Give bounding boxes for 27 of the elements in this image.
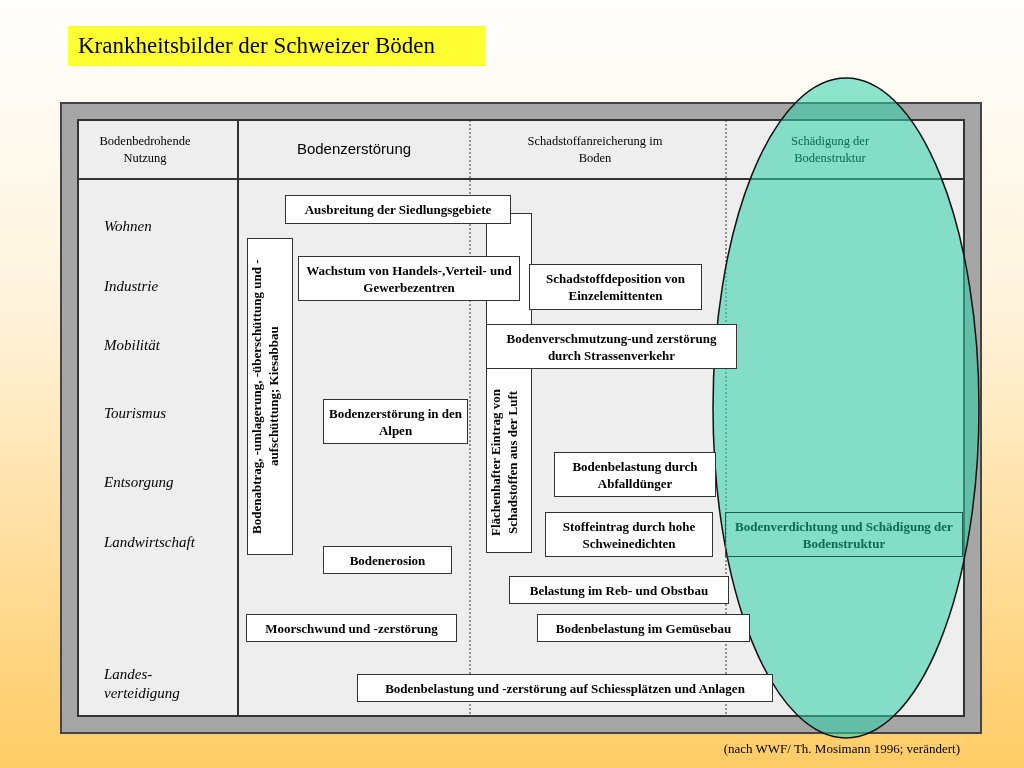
impact-box: Wachstum von Handels-,Verteil- und Gewerbezentren bbox=[298, 256, 520, 301]
impact-box: Bodenverschmutzung-und zerstörung durch Strassenverkehr bbox=[486, 324, 737, 369]
row-label: Landwirtschaft bbox=[104, 533, 196, 552]
impact-box: Bodenerosion bbox=[323, 546, 452, 574]
impact-box: Bodenbelastung durch Abfalldünger bbox=[554, 452, 716, 497]
source-note: (nach WWF/ Th. Mosimann 1996; verändert) bbox=[722, 741, 960, 758]
impact-box: Moorschwund und -zerstörung bbox=[246, 614, 457, 642]
impact-box: Bodenbelastung und -zerstörung auf Schiessplätzen und Anlagen bbox=[357, 674, 773, 702]
impact-box: Bodenzerstörung in den Alpen bbox=[323, 399, 468, 444]
title: Krankheitsbilder der Schweizer Böden bbox=[68, 26, 486, 66]
row-label: Industrie bbox=[104, 277, 160, 296]
impact-box: Belastung im Reb- und Obstbau bbox=[509, 576, 729, 604]
row-label: Wohnen bbox=[104, 217, 153, 236]
impact-box: Bodenverdichtung und Schädigung der Bodenstruktur bbox=[725, 512, 963, 557]
row-label: Tourismus bbox=[104, 404, 167, 423]
impact-box: Bodenbelastung im Gemüsebau bbox=[537, 614, 750, 642]
row-label: Landes- verteidigung bbox=[104, 665, 181, 703]
row-label: Mobilität bbox=[104, 336, 161, 355]
impact-box: Ausbreitung der Siedlungsgebiete bbox=[285, 195, 511, 224]
column-header: Schädigung der Bodenstruktur bbox=[789, 133, 871, 167]
impact-box: Bodenabtrag, -umlagerung, -überschüttung und -aufschüttung; Kiesabbau bbox=[247, 238, 293, 555]
impact-box: Schadstoffdeposition von Einzelemittenten bbox=[529, 264, 702, 310]
column-header: Bodenbedrohende Nutzung bbox=[98, 133, 192, 167]
impact-box: Stoffeintrag durch hohe Schweinedichten bbox=[545, 512, 713, 557]
column-header: Bodenzerstörung bbox=[295, 140, 413, 157]
row-label: Entsorgung bbox=[104, 473, 175, 492]
column-header: Schadstoffanreicherung im Boden bbox=[526, 133, 664, 167]
